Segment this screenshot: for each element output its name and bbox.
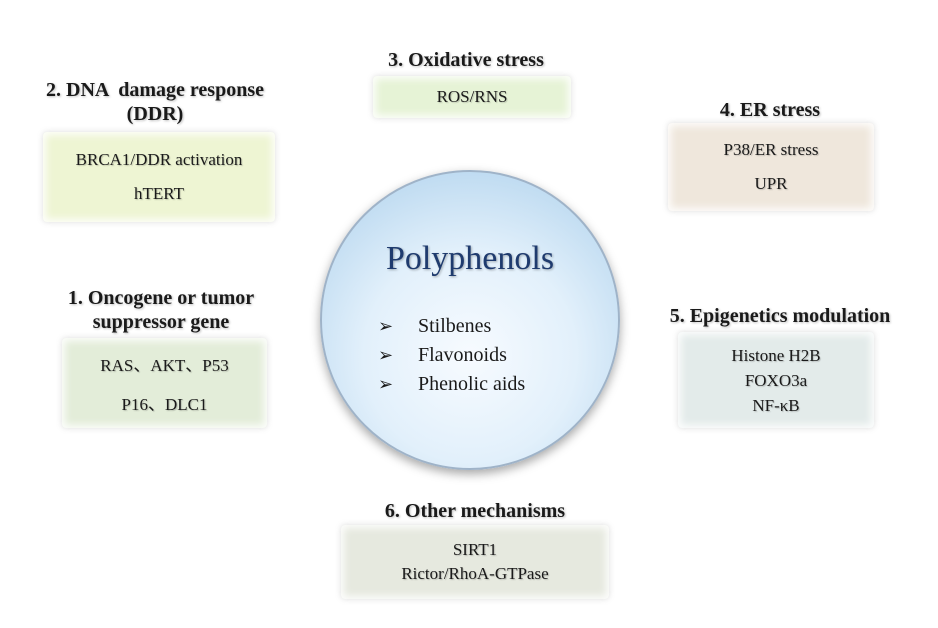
ddr-line-1: BRCA1/DDR activation xyxy=(75,150,243,169)
polyphenol-class-flavonoids: Flavonoids xyxy=(418,344,507,366)
polyphenols-circle: Polyphenols ➢ Stilbenes ➢ Flavonoids ➢ Phen… xyxy=(320,170,620,470)
arrow-bullet-icon: ➢ xyxy=(378,345,394,365)
oncogene-box: RAS、AKT、P53 P16、DLC1 xyxy=(62,338,267,428)
list-item: ➢ Flavonoids xyxy=(378,341,525,370)
ddr-heading: 2. DNA damage response (DDR) xyxy=(46,79,264,125)
epigenetics-line-1: Histone H2B xyxy=(731,345,821,365)
oncogene-line-1: RAS、AKT、P53 xyxy=(100,356,229,375)
other-line-1: SIRT1 xyxy=(452,540,498,559)
other-line-2: Rictor/RhoA-GTPase xyxy=(401,564,549,583)
list-item: ➢ Stilbenes xyxy=(378,312,525,341)
arrow-bullet-icon: ➢ xyxy=(378,374,394,394)
epigenetics-heading: 5. Epigenetics modulation xyxy=(669,305,891,327)
epigenetics-line-3: NF-κB xyxy=(752,395,800,415)
oncogene-line-2: P16、DLC1 xyxy=(121,395,208,414)
arrow-bullet-icon: ➢ xyxy=(378,316,394,336)
er-line-2: UPR xyxy=(754,174,788,193)
er-line-1: P38/ER stress xyxy=(723,140,819,159)
ddr-box: BRCA1/DDR activation hTERT xyxy=(43,132,275,222)
polyphenols-title: Polyphenols xyxy=(385,240,555,277)
oxidative-box: ROS/RNS xyxy=(373,76,571,118)
epigenetics-line-2: FOXO3a xyxy=(744,370,808,390)
other-box: SIRT1 Rictor/RhoA-GTPase xyxy=(341,525,609,599)
oxidative-heading: 3. Oxidative stress xyxy=(388,49,544,71)
oncogene-heading: 1. Oncogene or tumor suppressor gene xyxy=(67,287,255,333)
epigenetics-box: Histone H2B FOXO3a NF-κB xyxy=(678,332,874,428)
er-box: P38/ER stress UPR xyxy=(668,123,874,211)
oxidative-line-1: ROS/RNS xyxy=(436,87,508,106)
ddr-line-2: hTERT xyxy=(134,184,184,203)
polyphenol-class-stilbenes: Stilbenes xyxy=(418,315,492,337)
polyphenol-class-list: ➢ Stilbenes ➢ Flavonoids ➢ Phenolic aids xyxy=(378,312,525,399)
other-heading: 6. Other mechanisms xyxy=(384,500,566,522)
list-item: ➢ Phenolic aids xyxy=(378,370,525,399)
er-heading: 4. ER stress xyxy=(719,99,821,121)
polyphenol-class-phenolic: Phenolic aids xyxy=(418,373,526,395)
